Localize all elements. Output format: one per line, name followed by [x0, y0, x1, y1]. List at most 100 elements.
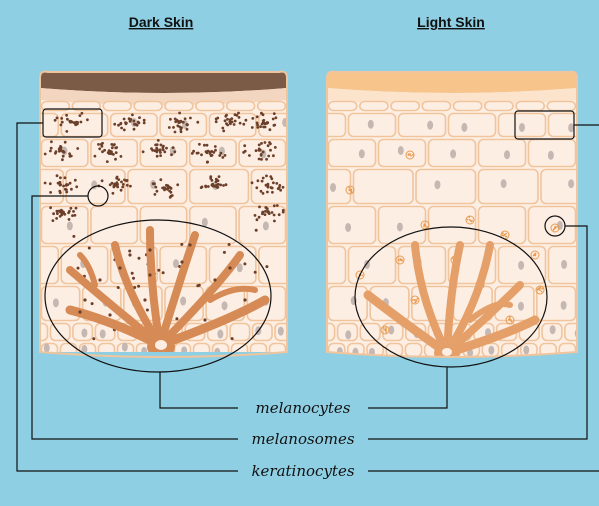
cell-nucleus: [595, 328, 599, 337]
melanosome-granule: [117, 124, 120, 127]
melanosome-granule: [270, 177, 273, 180]
keratinocyte-cell: [429, 207, 476, 244]
melanosome-granule: [383, 327, 385, 329]
cell-nucleus: [44, 343, 50, 352]
melanosome-granule: [231, 337, 234, 340]
melanosome-granule: [117, 286, 120, 289]
melanosome-granule: [361, 275, 363, 277]
melanosome-granule: [189, 117, 192, 120]
melanosome-granule: [86, 118, 89, 121]
melanosome-granule: [148, 248, 151, 251]
melanosome-granule: [112, 153, 115, 156]
keratinocyte-cell: [289, 287, 327, 321]
melanosome-granule: [385, 327, 387, 329]
melanosome-granule: [417, 298, 419, 300]
melanosome-granule: [261, 180, 264, 183]
melanosome-granule: [255, 186, 258, 189]
cell-nucleus: [523, 345, 529, 354]
melanosome-granule: [74, 123, 77, 126]
melanosome-granule: [196, 121, 199, 124]
melanocytes-leader-left: [160, 372, 238, 408]
melanosome-granule: [101, 145, 104, 148]
melanosome-granule: [261, 212, 264, 215]
keratinocyte-cell: [485, 102, 513, 111]
melanosome-granule: [262, 120, 265, 123]
melanosome-granule: [111, 146, 114, 149]
melanosome-granule: [180, 260, 183, 263]
melanosome-granule: [271, 187, 274, 190]
melanosome-granule: [273, 214, 276, 217]
melanosome-granule: [118, 266, 121, 269]
melanosome-granule: [65, 130, 68, 133]
keratinocyte-cell: [259, 114, 305, 137]
melanosome-granule: [113, 123, 116, 126]
cell-nucleus: [67, 221, 73, 230]
melanosome-granule: [426, 226, 428, 228]
melanosome-granule: [264, 213, 267, 216]
keratinocyte-cell: [128, 170, 187, 204]
melanosome-granule: [128, 253, 131, 256]
melanosome-granule: [218, 154, 221, 157]
cell-nucleus: [352, 348, 358, 357]
keratinocyte-cell: [579, 287, 599, 321]
melanosome-granule: [125, 122, 128, 125]
melanosome-granule: [131, 272, 134, 275]
melanosome-granule: [177, 120, 180, 123]
melanosome-granule: [120, 127, 123, 130]
keratinocyte-cell: [289, 102, 317, 111]
melanosome-granule: [385, 330, 387, 332]
melanosome-granule: [138, 116, 141, 119]
cell-nucleus: [568, 179, 574, 188]
melanosome-granule: [64, 141, 67, 144]
keratinocyte-cell: [579, 102, 599, 111]
melanosome-granule: [206, 144, 209, 147]
melanosome-granule: [126, 184, 129, 187]
melanosome-granule: [152, 182, 155, 185]
melanosome-granule: [79, 114, 82, 117]
melanosome-granule: [273, 220, 276, 223]
keratinocyte-cell: [559, 344, 575, 357]
melanosome-granule: [243, 262, 246, 265]
cell-nucleus: [588, 297, 594, 306]
cell-nucleus: [345, 330, 351, 339]
melanosome-granule: [101, 142, 104, 145]
keratinocyte-cell: [537, 287, 576, 321]
melanosome-granule: [165, 147, 168, 150]
keratinocyte-cell: [42, 344, 58, 357]
melanosome-granule: [229, 118, 232, 121]
keratinocyte-cell: [329, 102, 357, 111]
cell-nucleus: [501, 179, 507, 188]
melanosome-granule: [97, 143, 100, 146]
melanosome-granule: [262, 177, 265, 180]
melanosome-granule: [72, 235, 75, 238]
melanosome-granule: [66, 183, 69, 186]
melanosome-granule: [200, 153, 203, 156]
melanosome-granule: [410, 155, 412, 157]
melanosome-granule: [256, 218, 259, 221]
cell-nucleus: [550, 325, 556, 334]
cell-nucleus: [398, 146, 404, 155]
melanosome-granule: [75, 185, 78, 188]
cell-nucleus: [122, 343, 128, 352]
keratinocyte-cell: [516, 102, 544, 111]
cell-nucleus: [7, 221, 13, 230]
melanosome-granule: [58, 210, 61, 213]
melanosome-granule: [188, 243, 191, 246]
melanosome-granule: [72, 210, 75, 213]
melanosome-granule: [80, 121, 83, 124]
keratinocyte-cell: [309, 344, 325, 357]
melanosome-granule: [254, 214, 257, 217]
melanosome-granule: [112, 192, 115, 195]
melanosome-granule: [348, 187, 350, 189]
melanosome-granule: [224, 119, 227, 122]
melanosome-granule: [198, 143, 201, 146]
melanosome-granule: [266, 121, 269, 124]
melanosome-granule: [120, 155, 123, 158]
melanosome-granule: [75, 207, 78, 210]
melanosome-granule: [267, 144, 270, 147]
melanosome-granule: [56, 212, 59, 215]
melanosome-granule: [131, 114, 134, 117]
melanosome-granule: [408, 154, 410, 156]
